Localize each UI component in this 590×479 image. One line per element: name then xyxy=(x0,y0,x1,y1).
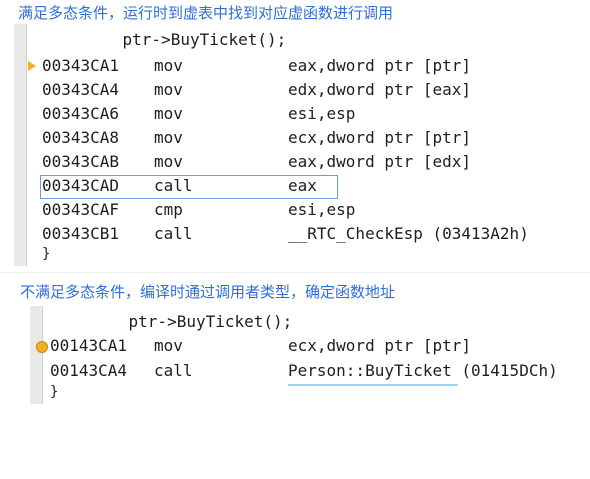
mnemonic: call xyxy=(154,361,193,380)
highlighted-line-box xyxy=(40,175,338,199)
address: 00143CA1 xyxy=(50,336,128,355)
address: 00343CAD xyxy=(42,176,120,195)
operands: eax,dword ptr [ptr] xyxy=(288,56,472,75)
disasm-line[interactable]: 00343CB1 call __RTC_CheckEsp (03413A2h) xyxy=(42,222,582,246)
gutter-1 xyxy=(14,24,27,266)
disasm-line[interactable]: 00343CA1 mov eax,dword ptr [ptr] xyxy=(42,54,582,78)
disasm-line[interactable]: 00343CA6 mov esi,esp xyxy=(42,102,582,126)
source-line: ptr->BuyTicket(); xyxy=(84,28,287,52)
mnemonic: mov xyxy=(154,56,183,75)
address: 00343CA4 xyxy=(42,80,120,99)
source-text: ptr->BuyTicket(); xyxy=(122,30,287,49)
address: 00343CAF xyxy=(42,200,120,219)
mnemonic: call xyxy=(154,224,193,243)
disasm-line[interactable]: 00343CA8 mov ecx,dword ptr [ptr] xyxy=(42,126,582,150)
operands: __RTC_CheckEsp (03413A2h) xyxy=(288,224,529,243)
breakpoint-icon[interactable] xyxy=(36,341,48,353)
disassembly-panel-2: ptr->BuyTicket(); 00143CA1 mov ecx,dword… xyxy=(30,306,590,404)
mnemonic: mov xyxy=(154,152,183,171)
disasm-line[interactable]: 00343CAB mov eax,dword ptr [edx] xyxy=(42,150,582,174)
underline-annotation xyxy=(288,384,458,386)
operands: esi,esp xyxy=(288,104,356,123)
disassembly-panel-1: ptr->BuyTicket(); 00343CA1 mov eax,dword… xyxy=(14,24,590,266)
source-text: ptr->BuyTicket(); xyxy=(128,312,293,331)
address: 00343CB1 xyxy=(42,224,120,243)
operands: edx,dword ptr [eax] xyxy=(288,80,472,99)
disasm-line-highlighted[interactable]: 00343CAD call eax xyxy=(42,174,582,198)
closing-brace: } xyxy=(50,384,59,400)
current-instruction-arrow-icon xyxy=(28,61,36,71)
operands: eax,dword ptr [edx] xyxy=(288,152,472,171)
address: 00343CAB xyxy=(42,152,120,171)
address: 00343CA8 xyxy=(42,128,120,147)
disasm-line[interactable]: 00143CA1 mov ecx,dword ptr [ptr] xyxy=(50,334,590,358)
mnemonic: call xyxy=(154,176,193,195)
source-line: ptr->BuyTicket(); xyxy=(90,310,293,334)
gutter-2 xyxy=(30,306,43,404)
mnemonic: mov xyxy=(154,336,183,355)
caption-polymorphic: 满足多态条件，运行时到虚表中找到对应虚函数进行调用 xyxy=(18,4,394,22)
mnemonic: mov xyxy=(154,104,183,123)
operands: esi,esp xyxy=(288,200,356,219)
operands: eax xyxy=(288,176,317,195)
operands: ecx,dword ptr [ptr] xyxy=(288,336,472,355)
address: 00343CA1 xyxy=(42,56,120,75)
disasm-line[interactable]: 00143CA4 call Person::BuyTicket (01415DC… xyxy=(50,359,590,383)
mnemonic: mov xyxy=(154,80,183,99)
section-divider xyxy=(0,272,590,273)
disasm-line[interactable]: 00343CA4 mov edx,dword ptr [eax] xyxy=(42,78,582,102)
disasm-line[interactable]: 00343CAF cmp esi,esp xyxy=(42,198,582,222)
mnemonic: mov xyxy=(154,128,183,147)
mnemonic: cmp xyxy=(154,200,183,219)
address: 00343CA6 xyxy=(42,104,120,123)
address: 00143CA4 xyxy=(50,361,128,380)
operands: Person::BuyTicket (01415DCh) xyxy=(288,361,558,380)
closing-brace: } xyxy=(42,246,51,262)
caption-non-polymorphic: 不满足多态条件，编译时通过调用者类型，确定函数地址 xyxy=(20,283,396,301)
operands: ecx,dword ptr [ptr] xyxy=(288,128,472,147)
